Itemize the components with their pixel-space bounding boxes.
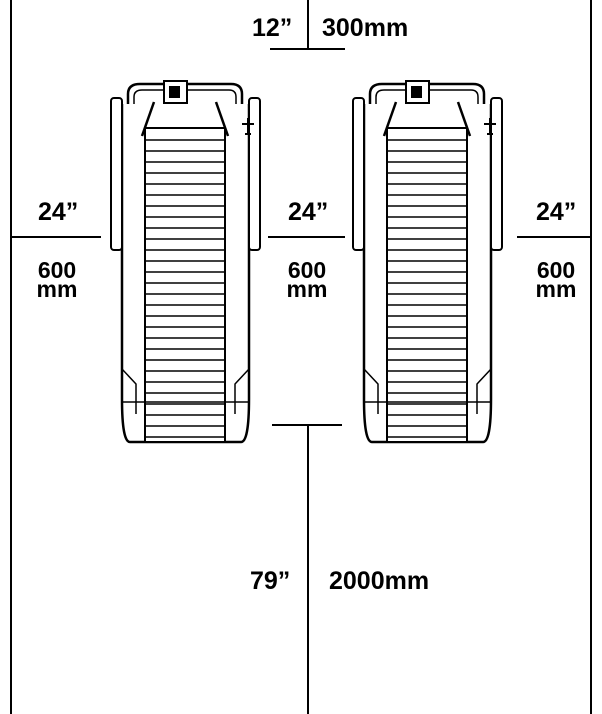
left-side-imperial-label: 24” — [38, 198, 79, 226]
middle-gap-metric-label: 600 mm — [284, 257, 330, 302]
left-side-metric-unit: mm — [36, 276, 78, 302]
middle-gap-imperial-label: 24” — [288, 198, 329, 226]
right-side-metric-label: 600 mm — [533, 257, 579, 302]
right-side-metric-value: 600 — [536, 257, 576, 283]
right-side-imperial-label: 24” — [536, 198, 577, 226]
treadmill-right-icon — [351, 79, 504, 444]
middle-gap-metric-unit: mm — [286, 276, 328, 302]
right-side-metric-unit: mm — [535, 276, 577, 302]
left-side-metric-label: 600 mm — [34, 257, 80, 302]
left-side-metric-value: 600 — [37, 257, 77, 283]
top-gap-metric-label: 300mm — [322, 14, 409, 42]
middle-gap-metric-value: 600 — [287, 257, 327, 283]
rear-clearance-metric-label: 2000mm — [329, 567, 430, 595]
rear-clearance-imperial-label: 79” — [250, 567, 291, 595]
treadmill-left-icon — [109, 79, 262, 444]
top-gap-imperial-label: 12” — [252, 14, 293, 42]
